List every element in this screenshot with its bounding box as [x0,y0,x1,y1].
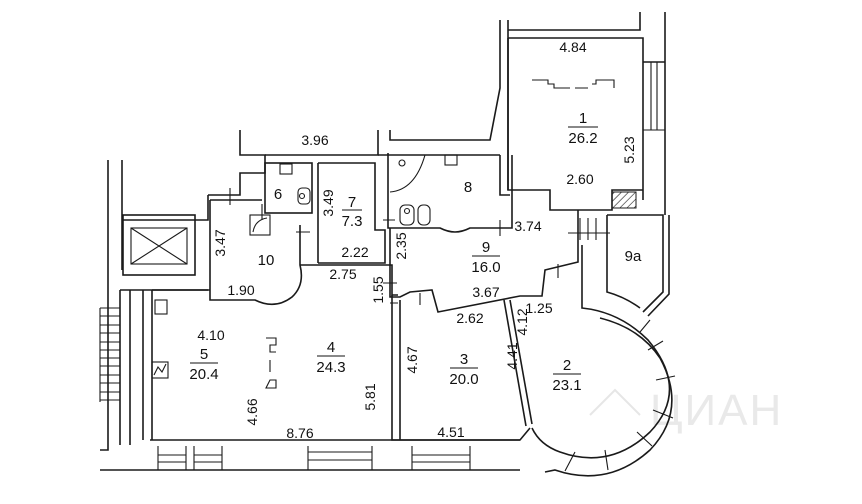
toilet-icon [297,187,311,205]
room-7: 7 7.3 3.49 2.22 [317,162,386,264]
dim-5-23: 5.23 [621,136,637,163]
room-9-number: 9 [482,239,490,256]
dim-2-22: 2.22 [341,244,368,260]
room-9-area: 16.0 [471,259,500,276]
dim-1-25: 1.25 [525,300,552,316]
toilet-icon-8 [399,204,415,226]
room-1: 1 26.2 4.84 2.60 5.23 [507,38,643,211]
room-6: 6 [264,162,313,214]
stairs [99,307,120,402]
sink-icon-8 [444,154,458,166]
sink-icon-5 [154,299,168,315]
dim-3-67: 3.67 [472,284,499,300]
dim-8-76: 8.76 [286,425,313,441]
radiator-icon [532,79,615,89]
room-4-area: 24.3 [316,359,345,376]
dim-4-10: 4.10 [197,327,224,343]
dim-5-81: 5.81 [362,383,378,410]
room-2-number: 2 [563,357,571,374]
boiler-icon [249,214,271,236]
dim-4-51: 4.51 [437,424,464,440]
dim-3-96: 3.96 [301,132,328,148]
room-4-number: 4 [327,339,335,356]
room-6-number: 6 [274,186,282,203]
room-9: 9 16.0 3.74 2.35 3.67 [389,210,610,313]
room-9a: 9a [606,214,670,317]
room-2: 2 23.1 1.25 [525,245,676,477]
dim-4-84: 4.84 [559,39,586,55]
dim-4-67: 4.67 [404,346,420,373]
room-3: 3 20.0 2.62 4.67 4.51 4.41 4.12 [399,299,533,441]
shower-icon [389,154,426,193]
dim-2-60: 2.60 [566,171,593,187]
room-1-number: 1 [579,110,587,127]
room-10-number: 10 [258,252,275,269]
room-8: 8 [387,153,513,233]
dim-2-35: 2.35 [393,232,409,259]
dim-3-49: 3.49 [320,189,336,216]
door-markers [229,188,559,305]
windows-bottom [157,446,471,470]
room-9a-number: 9a [625,248,642,265]
water-heater-icon [151,361,169,379]
outer-walls [99,12,666,471]
dim-3-47: 3.47 [212,229,228,256]
room-7-number: 7 [348,194,356,211]
sink-icon [279,163,293,175]
room-1-area: 26.2 [568,130,597,147]
bidet-icon [417,204,431,226]
room-7-area: 7.3 [342,213,363,230]
dim-2-62: 2.62 [456,310,483,326]
room-3-number: 3 [460,351,468,368]
room-3-area: 20.0 [449,371,478,388]
watermark-logo: ЦИАН [589,386,781,435]
dim-1-55: 1.55 [370,276,386,303]
room-5-number: 5 [200,346,208,363]
dim-2-75: 2.75 [329,266,356,282]
dim-3-74: 3.74 [514,218,541,234]
elevator-shaft [122,214,196,276]
dim-1-90: 1.90 [227,282,254,298]
room-5-area: 20.4 [189,366,218,383]
room-10: 10 3.47 1.90 [209,199,303,306]
room-8-number: 8 [464,179,472,196]
dim-4-12: 4.12 [514,308,530,335]
dim-4-41: 4.41 [504,342,520,369]
room-2-area: 23.1 [552,377,581,394]
dim-4-66: 4.66 [244,398,260,425]
room-4-5: 5 20.4 4 24.3 4.10 4.66 8.76 5.81 2.75 1… [151,264,400,441]
radiator-icon-4 [265,337,277,389]
